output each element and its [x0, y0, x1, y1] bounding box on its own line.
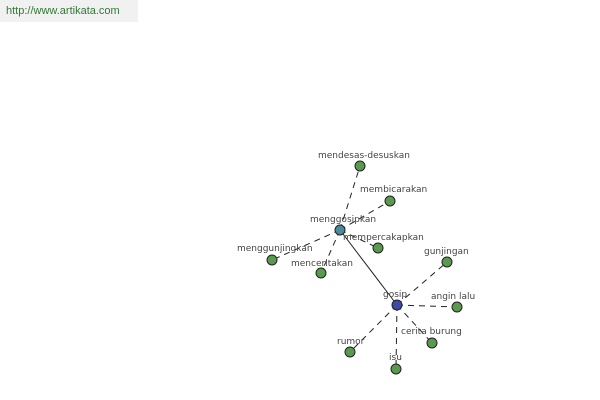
label-rumor: rumor	[337, 337, 365, 347]
node-menggosipkan[interactable]	[334, 224, 346, 236]
source-link[interactable]: http://www.artikata.com	[6, 5, 120, 17]
edge-menggosipkan-mempercakapkan	[339, 229, 379, 249]
label-menggunjingkan: menggunjingkan	[237, 244, 313, 254]
label-mempercakapkan: mempercakapkan	[343, 233, 424, 243]
node-membicarakan[interactable]	[384, 195, 396, 207]
source-bar: http://www.artikata.com	[0, 0, 138, 22]
node-menggunjingkan[interactable]	[266, 254, 278, 266]
edge-menggosipkan-mendesas-desuskan	[339, 165, 361, 231]
node-angin-lalu[interactable]	[451, 301, 463, 313]
node-gunjingan[interactable]	[441, 256, 453, 268]
edge-gosip-rumor	[349, 304, 398, 353]
label-cerita-burung: cerita burung	[401, 327, 462, 337]
label-isu: isu	[389, 353, 402, 363]
label-membicarakan: membicarakan	[360, 185, 427, 195]
edge-menggosipkan-menceritakan	[320, 229, 341, 274]
label-gunjingan: gunjingan	[424, 247, 469, 257]
edge-menggosipkan-menggunjingkan	[271, 229, 341, 261]
label-gosip: gosip	[383, 290, 407, 300]
edge-gosip-angin-lalu	[396, 304, 458, 308]
node-menceritakan[interactable]	[315, 267, 327, 279]
node-mendesas-desuskan[interactable]	[354, 160, 366, 172]
label-angin-lalu: angin lalu	[431, 292, 475, 302]
node-cerita-burung[interactable]	[426, 337, 438, 349]
label-mendesas-desuskan: mendesas-desuskan	[318, 151, 410, 161]
edge-gosip-cerita-burung	[396, 304, 433, 344]
node-gosip[interactable]	[391, 299, 403, 311]
node-mempercakapkan[interactable]	[372, 242, 384, 254]
label-menggosipkan: menggosipkan	[310, 215, 376, 225]
node-isu[interactable]	[390, 363, 402, 375]
edge-menggosipkan-membicarakan	[339, 200, 391, 231]
edge-menggosipkan-gosip	[339, 229, 398, 306]
node-rumor[interactable]	[344, 346, 356, 358]
label-menceritakan: menceritakan	[291, 259, 353, 269]
